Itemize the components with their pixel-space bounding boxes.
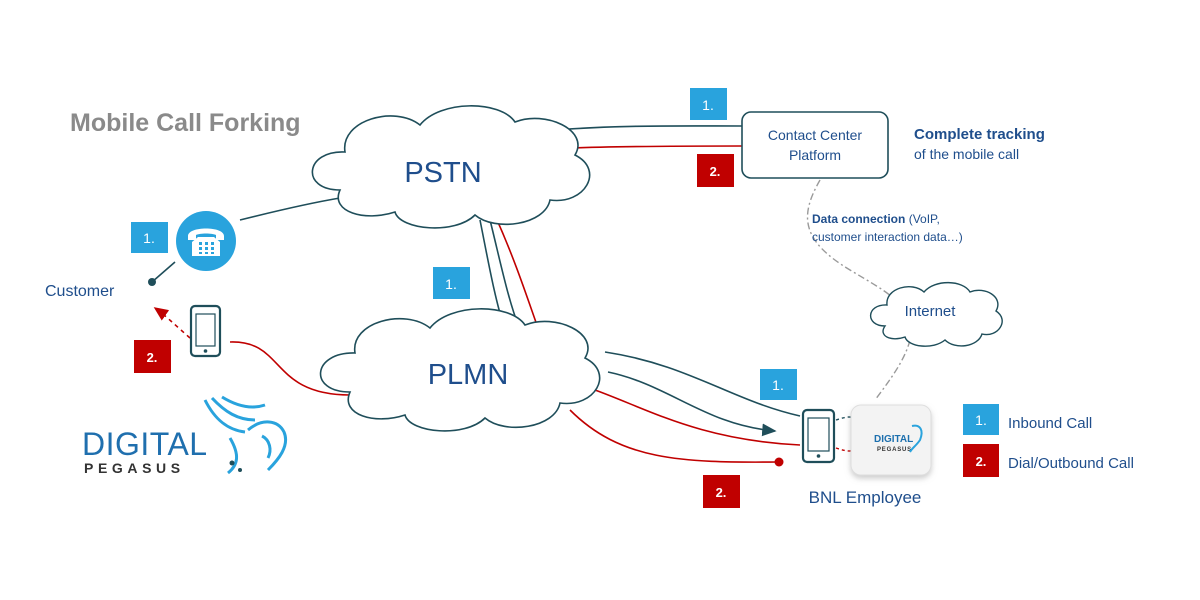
internet-label: Internet [905, 303, 957, 320]
tracking-bold-text: Complete tracking [914, 126, 1045, 143]
plmn-employee-red-1 [594, 389, 801, 446]
marker-outbound-employee: 2. [703, 475, 740, 508]
marker-outbound-text: 2. [716, 485, 727, 500]
pstn-cloud: PSTN [311, 105, 591, 229]
telephone-icon [176, 211, 236, 271]
employee-label: BNL Employee [809, 488, 922, 507]
legend-outbound: 2. Dial/Outbound Call [963, 444, 1134, 477]
marker-outbound-text: 2. [710, 164, 721, 179]
contact-center-line1: Contact Center [768, 127, 862, 143]
pstn-contact-center-inbound-line [554, 125, 743, 131]
logo-line2: PEGASUS [84, 460, 185, 476]
pegasus-wing-mark [203, 395, 287, 475]
server-appliance-icon: DIGITAL PEGASUS [850, 404, 932, 476]
data-connection-line [806, 179, 896, 301]
outbound-endpoint-dot [774, 457, 784, 467]
data-connection-bold: Data connection [812, 212, 905, 226]
marker-inbound-text: 1. [445, 276, 457, 292]
marker-inbound-text: 1. [702, 97, 714, 113]
legend-inbound: 1. Inbound Call [963, 404, 1092, 435]
customer-endpoint-dot [148, 278, 156, 286]
plmn-employee-line-1 [604, 351, 801, 417]
legend-outbound-marker: 2. [976, 454, 987, 469]
internet-server-line [874, 339, 911, 401]
marker-inbound-trunk: 1. [433, 267, 470, 299]
server-logo-text: DIGITAL [874, 434, 913, 445]
plmn-employee-line-2 [607, 371, 777, 437]
plmn-employee-red-2 [569, 409, 779, 463]
marker-inbound-employee: 1. [760, 369, 797, 400]
pstn-plmn-line-red [496, 219, 539, 329]
pegasus-logo-icon: DIGITAL PEGASUS [82, 395, 287, 476]
marker-outbound-customer: 2. [134, 340, 171, 373]
legend-outbound-label: Dial/Outbound Call [1008, 455, 1134, 472]
marker-inbound-text: 1. [143, 230, 155, 246]
data-connection-rest1: (VoIP, [905, 212, 939, 226]
marker-outbound-contact-center: 2. [697, 154, 734, 187]
legend: 1. Inbound Call 2. Dial/Outbound Call [963, 404, 1134, 477]
mobile-phone-icon [189, 304, 222, 358]
pstn-label: PSTN [404, 157, 481, 189]
server-pegasus-mark [909, 424, 923, 453]
marker-outbound-text: 2. [147, 350, 158, 365]
mobile-plmn-outbound-line [229, 341, 351, 396]
server-logo-subtext: PEGASUS [877, 447, 912, 453]
customer-outbound-arrow [153, 307, 191, 339]
contact-center-line2: Platform [789, 147, 841, 163]
marker-inbound-contact-center: 1. [690, 88, 727, 120]
plmn-cloud: PLMN [319, 308, 601, 432]
internet-cloud: Internet [869, 281, 1003, 347]
customer-label: Customer [45, 283, 115, 300]
data-connection-text: Data connection (VoIP, [812, 212, 940, 226]
pstn-contact-center-outbound-line [569, 145, 743, 149]
phone-pstn-line [239, 197, 341, 221]
contact-center-platform: Contact Center Platform [741, 111, 889, 179]
marker-inbound-customer: 1. [131, 222, 168, 253]
plmn-label: PLMN [428, 359, 509, 391]
customer-phone-connector [151, 261, 176, 283]
employee-mobile-phone-icon [801, 408, 836, 464]
logo-line1: DIGITAL [82, 426, 208, 462]
tracking-rest-text: of the mobile call [914, 146, 1019, 162]
diagram-title: Mobile Call Forking [70, 109, 301, 137]
marker-inbound-text: 1. [772, 377, 784, 393]
legend-inbound-marker: 1. [975, 412, 987, 428]
legend-inbound-label: Inbound Call [1008, 415, 1092, 432]
data-connection-rest2: customer interaction data…) [812, 230, 963, 244]
